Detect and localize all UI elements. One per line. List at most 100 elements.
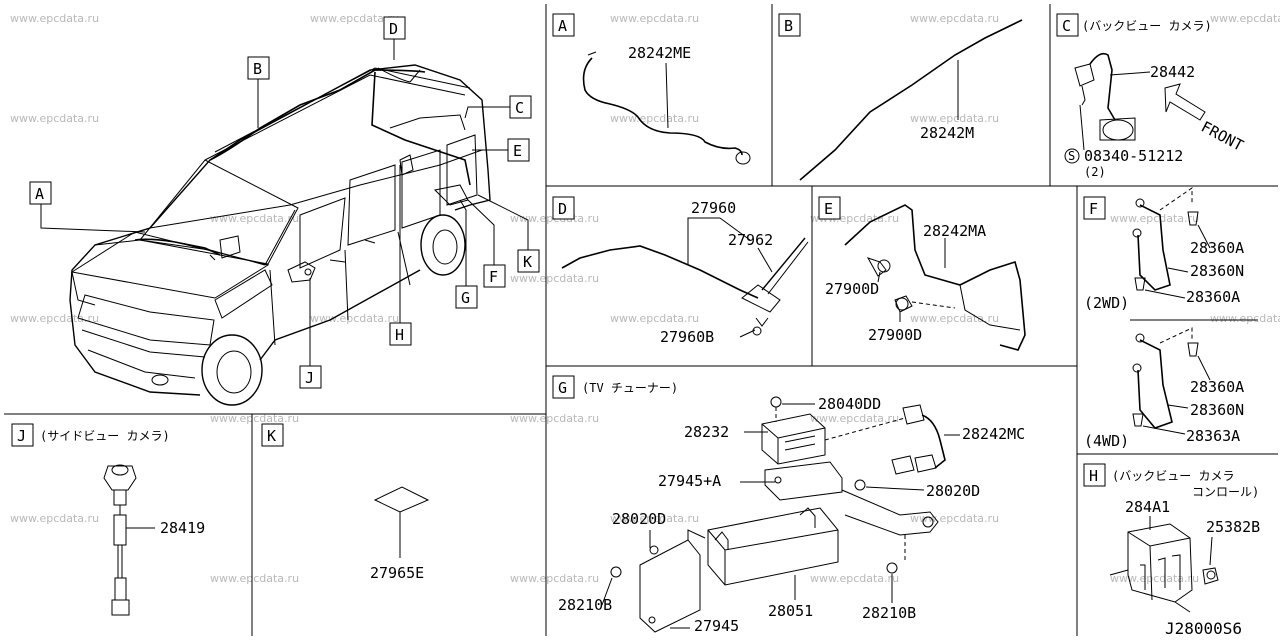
panel-A-letter: A — [558, 17, 567, 35]
watermark: www.epcdata.ru — [610, 312, 699, 325]
ground-strap-4wd — [1137, 339, 1173, 429]
callout-E: E — [513, 142, 522, 160]
tv-tuner-unit — [761, 413, 826, 465]
callout-A: A — [35, 185, 44, 203]
watermark: www.epcdata.ru — [610, 512, 699, 525]
label-2wd: (2WD) — [1084, 294, 1129, 312]
panel-H-letter: H — [1089, 467, 1098, 485]
tuner-case — [707, 507, 839, 586]
part-number: 28210B — [558, 596, 612, 614]
part-number: 28242ME — [628, 44, 691, 62]
part-number: 28442 — [1150, 63, 1195, 81]
screw-part-number: 08340-51212 — [1084, 147, 1183, 165]
front-wheel — [201, 334, 263, 406]
callout-J: J — [305, 369, 314, 387]
camera-control-unit — [1127, 523, 1193, 603]
panel-G-title: (TV チューナー) — [582, 381, 678, 395]
side-mirror — [287, 261, 316, 283]
watermark: www.epcdata.ru — [10, 12, 99, 25]
callout-B: B — [253, 60, 262, 78]
screw-symbol-circle — [1064, 148, 1080, 164]
watermark: www.epcdata.ru — [1210, 312, 1280, 325]
panel-F-letter: F — [1089, 200, 1098, 218]
panel-grid — [4, 4, 1278, 636]
panel-K: K 27965E — [261, 423, 430, 582]
watermark: www.epcdata.ru — [210, 212, 299, 225]
watermark: www.epcdata.ru — [810, 572, 899, 585]
panel-J-letter: J — [17, 427, 26, 445]
ground-strap-2wd — [1137, 204, 1171, 291]
part-number: 28020D — [926, 482, 980, 500]
part-number: 28242M — [920, 124, 974, 142]
part-number: 27960 — [691, 199, 736, 217]
part-number: 28363A — [1186, 427, 1240, 445]
screw-quantity: (2) — [1084, 165, 1106, 179]
harness-28242M — [799, 19, 1023, 181]
part-number: 27962 — [728, 231, 773, 249]
watermark: www.epcdata.ru — [10, 112, 99, 125]
part-number: 28419 — [160, 519, 205, 537]
watermark: www.epcdata.ru — [310, 312, 399, 325]
panel-C-title: (バックビュー カメラ) — [1082, 19, 1212, 33]
headlight — [214, 269, 273, 319]
grille — [77, 294, 215, 346]
rear-wheel — [420, 214, 466, 276]
watermark: www.epcdata.ru — [210, 572, 299, 585]
part-number: 27945 — [694, 617, 739, 635]
watermark: www.epcdata.ru — [10, 312, 99, 325]
pad — [373, 486, 430, 513]
harness-28242ME — [582, 57, 743, 156]
panel-C-letter: C — [1062, 17, 1071, 35]
part-number: 28051 — [768, 602, 813, 620]
watermark: www.epcdata.ru — [510, 412, 599, 425]
watermark: www.epcdata.ru — [910, 12, 999, 25]
part-number: 28242MC — [962, 425, 1025, 443]
part-number: 27900D — [868, 326, 922, 344]
part-number: 28040DD — [818, 395, 881, 413]
watermark: www.epcdata.ru — [610, 12, 699, 25]
part-number: 27960B — [660, 328, 714, 346]
part-number: 28360A — [1190, 239, 1244, 257]
vehicle-body-outline — [69, 64, 491, 301]
panel-D-letter: D — [558, 200, 567, 218]
part-number: 284A1 — [1125, 498, 1170, 516]
callout-G: G — [461, 289, 470, 307]
part-number: 28360A — [1190, 378, 1244, 396]
part-number: 27945+A — [658, 472, 721, 490]
panel-B: B 28242M — [778, 13, 1023, 181]
footer-code: J28000S6 — [1165, 619, 1242, 638]
panel-A: A 28242ME — [552, 13, 751, 165]
part-number: 28360A — [1186, 288, 1240, 306]
callout-H: H — [395, 326, 404, 344]
part-number: 28232 — [684, 423, 729, 441]
part-number: 28360N — [1190, 401, 1244, 419]
watermark: www.epcdata.ru — [1110, 572, 1199, 585]
windshield — [139, 159, 299, 265]
label-4wd: (4WD) — [1084, 432, 1129, 450]
panel-J: J (サイドビュー カメラ) 28419 — [11, 423, 205, 616]
panel-E-letter: E — [824, 200, 833, 218]
part-number: 25382B — [1206, 518, 1260, 536]
bracket — [764, 461, 843, 501]
watermark: www.epcdata.ru — [910, 312, 999, 325]
panel-H: H (バックビュー カメラ コンロール) 284A1 25382B — [1083, 463, 1260, 613]
bolt-icon — [866, 257, 887, 277]
part-number: 28242MA — [923, 222, 986, 240]
vehicle-overview — [69, 64, 491, 406]
part-number: 27900D — [825, 280, 879, 298]
callout-D: D — [389, 20, 398, 38]
side-window — [299, 197, 346, 269]
watermark: www.epcdata.ru — [210, 412, 299, 425]
panel-E: E 28242MA 27900D 27900D — [818, 196, 1026, 351]
camera-cable-sleeve — [113, 514, 127, 546]
watermark: www.epcdata.ru — [310, 12, 399, 25]
part-number: 28210B — [862, 604, 916, 622]
watermark: www.epcdata.ru — [510, 272, 599, 285]
callout-F: F — [489, 268, 498, 286]
part-number: 28360N — [1190, 262, 1244, 280]
side-camera — [103, 465, 137, 491]
dash-unit — [219, 235, 241, 259]
panel-G: G (TV チューナー) 28040DD 28232 28242MC 27945… — [552, 375, 1025, 635]
hood — [70, 231, 270, 299]
